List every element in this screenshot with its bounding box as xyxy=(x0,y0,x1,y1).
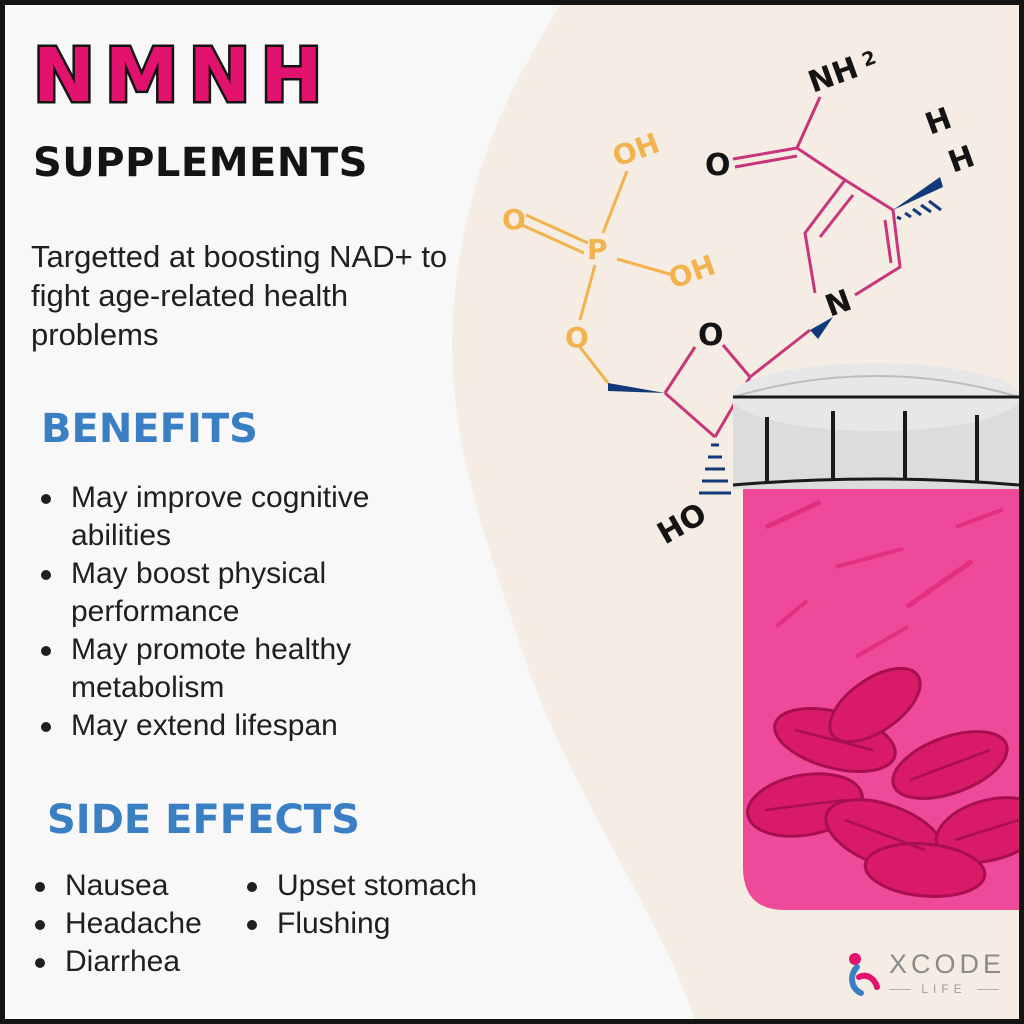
list-item: May boost physical performance xyxy=(35,555,455,631)
phosphate-oh-top-label: OH xyxy=(608,126,664,173)
nh2-subscript: 2 xyxy=(859,46,879,71)
pill-bottle-illustration xyxy=(732,363,1019,910)
linker-oxygen-label: O xyxy=(565,321,589,354)
brand-logo: XCODE LIFE xyxy=(847,949,1007,1001)
brand-name: XCODE xyxy=(889,949,1006,979)
list-item: Upset stomach xyxy=(241,867,541,905)
phosphate-oxygen-label: O xyxy=(502,203,526,236)
list-item: Diarrhea xyxy=(29,943,239,981)
nmnh-illustration: NH 2 O H H N O HO P OH OH O O xyxy=(502,46,1019,910)
hydroxyl-ho-label: HO xyxy=(652,496,713,552)
phosphorus-label: P xyxy=(587,233,608,266)
list-item: May extend lifespan xyxy=(35,707,455,745)
side-effects-list-column-2: Upset stomach Flushing xyxy=(241,867,541,943)
xcode-life-logo-icon xyxy=(849,953,880,996)
list-item: Headache xyxy=(29,905,239,943)
phosphate-oh-bottom-label: OH xyxy=(664,248,720,295)
side-effects-list-column-1: Nausea Headache Diarrhea xyxy=(29,867,239,981)
nitrogen-label: N xyxy=(821,283,857,324)
list-item: Nausea xyxy=(29,867,239,905)
hydrogen-top-label: H xyxy=(921,101,957,142)
list-item: Flushing xyxy=(241,905,541,943)
page-title: NMNH xyxy=(30,33,333,119)
ring-oxygen-label: O xyxy=(698,318,724,353)
benefits-heading: BENEFITS xyxy=(41,406,258,452)
side-effects-heading: SIDE EFFECTS xyxy=(47,797,360,843)
brand-subtitle: LIFE xyxy=(889,982,999,996)
page-subtitle: SUPPLEMENTS xyxy=(33,140,368,186)
list-item: May promote healthy metabolism xyxy=(35,631,455,707)
carbonyl-oxygen-label: O xyxy=(705,148,731,183)
description-text: Targetted at boosting NAD+ to fight age-… xyxy=(31,239,448,352)
nh2-label: NH xyxy=(804,50,863,100)
hydrogen-bottom-label: H xyxy=(944,139,980,180)
benefits-list: May improve cognitive abilities May boos… xyxy=(35,479,455,745)
list-item: May improve cognitive abilities xyxy=(35,479,455,555)
